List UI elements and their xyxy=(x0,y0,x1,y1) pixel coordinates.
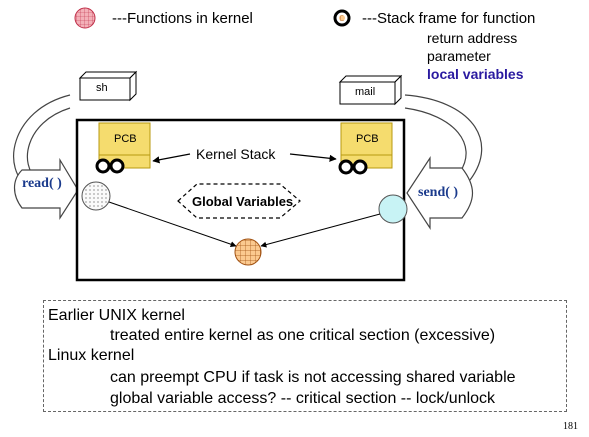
legend-parameter: parameter xyxy=(427,48,491,64)
kernel-stack-frames-right xyxy=(338,159,368,175)
kernel-stack-arrow-right xyxy=(289,153,337,162)
read-function-circle xyxy=(81,181,111,211)
note-entire-kernel: treated entire kernel as one critical se… xyxy=(110,327,496,344)
note-preempt: can preempt CPU if task is not accessing… xyxy=(110,369,516,386)
kernel-stack-label: Kernel Stack xyxy=(196,146,276,162)
global-variables-label: Global Variables xyxy=(192,194,294,209)
read-access-arrow xyxy=(108,201,237,248)
legend-functions-label: ---Functions in kernel xyxy=(112,10,253,27)
send-function-circle xyxy=(378,194,408,224)
global-variable-function-circle xyxy=(234,238,262,266)
process-box-sh xyxy=(78,70,138,102)
global-variables-hexagon xyxy=(177,183,301,219)
process-label-mail: mail xyxy=(355,86,376,98)
send-syscall-arrow xyxy=(404,94,483,231)
send-access-arrow xyxy=(260,213,381,248)
send-syscall-label: send( ) xyxy=(418,185,459,200)
kernel-stack-frames-left xyxy=(95,158,125,174)
legend-stack-frame-label: ---Stack frame for function xyxy=(362,10,536,27)
read-syscall-arrow xyxy=(13,94,79,221)
pcb-right-label: PCB xyxy=(356,133,379,145)
note-global-access: global variable access? -- critical sect… xyxy=(110,390,496,407)
kernel-stack-arrow-left xyxy=(152,153,191,164)
legend-function-icon xyxy=(74,7,96,29)
note-earlier-unix: Earlier UNIX kernel xyxy=(48,307,185,324)
pcb-left xyxy=(98,122,151,169)
legend-return-address: return address xyxy=(427,30,518,46)
note-linux-kernel: Linux kernel xyxy=(48,347,135,364)
process-label-sh: sh xyxy=(96,82,108,94)
legend-local-variables: local variables xyxy=(427,66,524,82)
notes-box xyxy=(43,300,567,412)
pcb-left-label: PCB xyxy=(114,133,137,145)
legend-stack-frame-icon xyxy=(333,9,351,27)
process-box-mail xyxy=(338,74,403,106)
read-syscall-label: read( ) xyxy=(22,176,62,191)
page-number: 181 xyxy=(563,421,578,432)
